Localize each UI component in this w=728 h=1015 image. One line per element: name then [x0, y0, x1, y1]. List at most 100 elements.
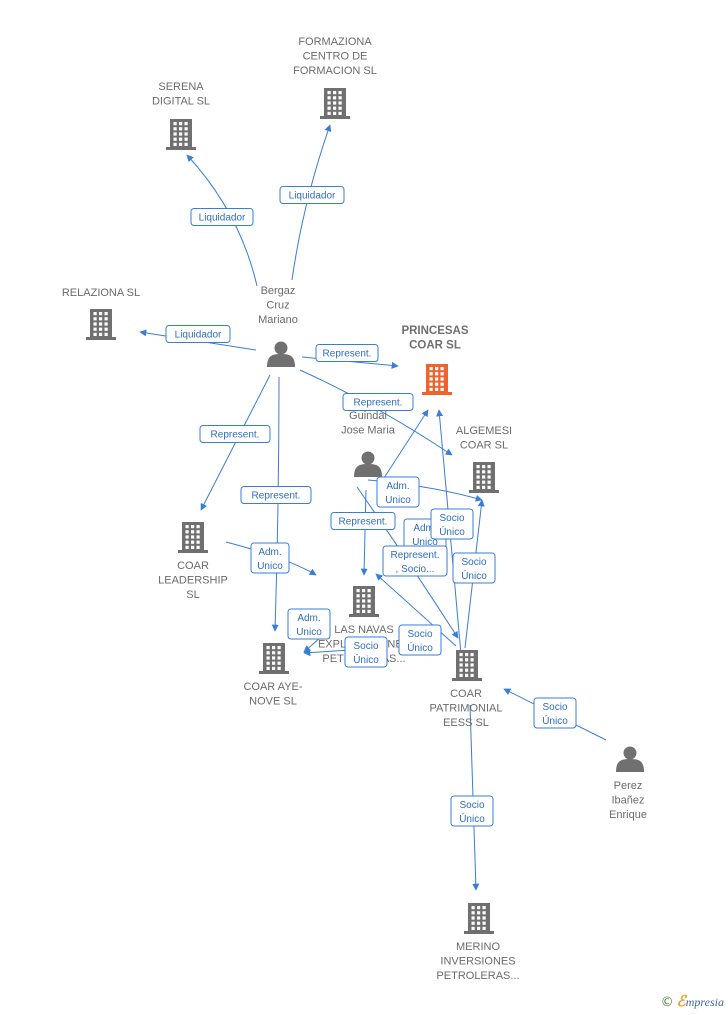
node-label-patrimonial[interactable]: PATRIMONIAL: [430, 703, 503, 715]
building-icon[interactable]: [422, 364, 452, 395]
edge-label-text: Unico: [257, 561, 283, 572]
building-icon[interactable]: [320, 88, 350, 119]
edge-label-text: Represent.: [323, 349, 372, 360]
node-label-bergaz[interactable]: Bergaz: [261, 285, 296, 297]
edge-label-text: Unico: [385, 495, 411, 506]
edge-label-box[interactable]: [240, 486, 312, 504]
node-label-serena[interactable]: SERENA: [158, 81, 204, 93]
node-label-perez[interactable]: Enrique: [609, 809, 647, 821]
edge-label-box[interactable]: [342, 393, 414, 411]
edge-label-text: Unico: [296, 627, 322, 638]
person-icon[interactable]: [616, 746, 644, 773]
edge-label-text: Liquidador: [199, 213, 246, 224]
node-label-lasnavas[interactable]: LAS NAVAS: [334, 624, 394, 636]
edge-label-box[interactable]: [450, 795, 494, 827]
edge-label-text: Adm.: [413, 523, 436, 534]
edge-label-box[interactable]: [376, 476, 420, 508]
node-label-princesas[interactable]: PRINCESAS: [401, 325, 468, 337]
edge-label-text: Represent.: [354, 398, 403, 409]
node-label-relaziona[interactable]: RELAZIONA SL: [62, 287, 140, 299]
node-label-formaziona[interactable]: FORMAZIONA: [298, 36, 372, 48]
node-label-perez[interactable]: Ibañez: [611, 795, 644, 807]
edge-label-text: Unico: [412, 537, 438, 548]
edge-label-box[interactable]: [190, 208, 254, 226]
node-label-leadership[interactable]: LEADERSHIP: [158, 575, 228, 587]
node-label-ayenove[interactable]: COAR AYE-: [243, 681, 302, 693]
edge-label-text: Adm.: [386, 481, 409, 492]
copyright-symbol: ©: [660, 995, 674, 1010]
edge-label-text: Liquidador: [289, 191, 336, 202]
node-label-serena[interactable]: DIGITAL SL: [152, 96, 210, 108]
brand-logo-name: mpresia: [685, 995, 724, 1009]
edge-label-text: Socio: [407, 629, 432, 640]
node-label-patrimonial[interactable]: EESS SL: [443, 717, 489, 729]
building-icon[interactable]: [178, 522, 208, 553]
building-icon[interactable]: [166, 119, 196, 150]
edge-label-text: Liquidador: [175, 330, 222, 341]
person-icon[interactable]: [354, 451, 382, 478]
edge-label-box[interactable]: [452, 552, 496, 584]
edge-label-box[interactable]: [165, 325, 231, 343]
edge-label-text: Socio: [353, 641, 378, 652]
edge-label-text: Único: [459, 812, 485, 825]
person-icon[interactable]: [267, 341, 295, 368]
node-label-ayenove[interactable]: NOVE SL: [249, 696, 297, 708]
building-icon[interactable]: [259, 643, 289, 674]
node-label-princesas[interactable]: COAR SL: [409, 340, 461, 352]
edge-label-text: Socio: [542, 702, 567, 713]
edge-label-box[interactable]: [199, 425, 271, 443]
node-label-bergaz[interactable]: Cruz: [266, 300, 289, 312]
edge-label-text: Único: [353, 653, 379, 666]
building-icon[interactable]: [469, 462, 499, 493]
node-label-merino[interactable]: PETROLERAS...: [436, 970, 519, 982]
node-label-guindal[interactable]: Guindal: [349, 410, 387, 422]
edge-label-text: Único: [461, 569, 487, 582]
building-icon[interactable]: [349, 586, 379, 617]
node-label-merino[interactable]: INVERSIONES: [440, 956, 515, 968]
edge-label-box[interactable]: [330, 512, 396, 530]
node-label-merino[interactable]: MERINO: [456, 941, 500, 953]
node-label-algemesi[interactable]: ALGEMESI: [456, 425, 512, 437]
node-label-perez[interactable]: Perez: [614, 780, 643, 792]
edge-label-box[interactable]: [250, 542, 290, 574]
node-label-leadership[interactable]: SL: [186, 589, 199, 601]
edge-label-text: Adm.: [297, 613, 320, 624]
edge-label-text: Represent.: [211, 430, 260, 441]
node-label-formaziona[interactable]: FORMACION SL: [293, 65, 377, 77]
edge-guindal-princesas: [383, 409, 429, 479]
node-label-algemesi[interactable]: COAR SL: [460, 440, 508, 452]
edge-label-text: Socio: [459, 800, 484, 811]
node-label-formaziona[interactable]: CENTRO DE: [303, 51, 368, 63]
edge-label-box[interactable]: [398, 624, 442, 656]
edge-label-text: Represent.: [391, 550, 440, 561]
node-label-leadership[interactable]: COAR: [177, 560, 209, 572]
edge-label-text: Único: [407, 641, 433, 654]
edge-label-text: Represent.: [339, 517, 388, 528]
edge-label-text: Represent.: [252, 491, 301, 502]
brand-logo-initial: ℰ: [676, 994, 686, 1010]
edge-label-text: Único: [542, 714, 568, 727]
building-icon[interactable]: [452, 650, 482, 681]
edge-label-text: Socio: [439, 513, 464, 524]
edge-label-box[interactable]: [382, 545, 448, 577]
edge-label-text: Socio: [461, 557, 486, 568]
nodes-layer: FORMAZIONA CENTRO DE FORMACION SL SERENA DIG…: [62, 36, 647, 982]
edge-label-box[interactable]: [344, 636, 388, 668]
node-label-guindal[interactable]: Jose Maria: [341, 425, 396, 437]
edges-layer: [139, 124, 607, 891]
edge-label-box[interactable]: [315, 344, 379, 362]
node-label-bergaz[interactable]: Mariano: [258, 314, 298, 326]
node-label-patrimonial[interactable]: COAR: [450, 688, 482, 700]
building-icon[interactable]: [86, 309, 116, 340]
edge-label-box[interactable]: [287, 608, 331, 640]
edge-label-text: , Socio...: [396, 564, 435, 575]
edge-label-box[interactable]: [279, 186, 345, 204]
building-icon[interactable]: [464, 903, 494, 934]
edge-label-text: Adm.: [258, 547, 281, 558]
edge-label-text: Único: [439, 525, 465, 538]
edge-guindal-lasnavas: [360, 489, 368, 576]
edge-label-box[interactable]: [430, 508, 474, 540]
edge-label-box[interactable]: [533, 697, 577, 729]
footer-brand: © ℰmpresia: [661, 992, 724, 1011]
